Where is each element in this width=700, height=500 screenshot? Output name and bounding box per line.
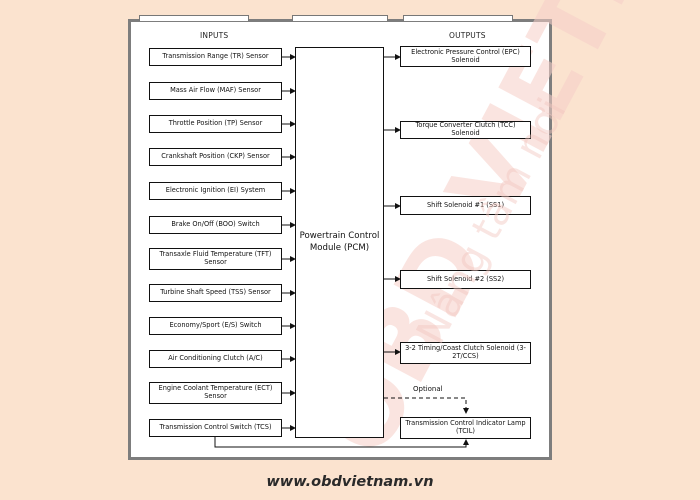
outputs-header: OUTPUTS xyxy=(449,31,486,40)
pcm-block: Powertrain Control Module (PCM) xyxy=(295,47,384,438)
input-box-tft-sensor: Transaxle Fluid Temperature (TFT) Sensor xyxy=(149,248,282,270)
footer-url[interactable]: www.obdvietnam.vn xyxy=(266,474,434,490)
frame-tab xyxy=(292,15,388,21)
input-box-tss-sensor: Turbine Shaft Speed (TSS) Sensor xyxy=(149,284,282,302)
input-box-tr-sensor: Transmission Range (TR) Sensor xyxy=(149,48,282,66)
input-box-boo-switch: Brake On/Off (BOO) Switch xyxy=(149,216,282,234)
pcm-label: Powertrain Control Module (PCM) xyxy=(299,230,380,253)
input-box-ac-clutch: Air Conditioning Clutch (A/C) xyxy=(149,350,282,368)
input-box-ckp-sensor: Crankshaft Position (CKP) Sensor xyxy=(149,148,282,166)
optional-label: Optional xyxy=(413,385,443,393)
output-box-epc-solenoid: Electronic Pressure Control (EPC) Soleno… xyxy=(400,46,531,67)
frame-tab xyxy=(403,15,513,21)
input-box-ei-system: Electronic Ignition (EI) System xyxy=(149,182,282,200)
input-box-tp-sensor: Throttle Position (TP) Sensor xyxy=(149,115,282,133)
inputs-header: INPUTS xyxy=(200,31,229,40)
input-box-ect-sensor: Engine Coolant Temperature (ECT) Sensor xyxy=(149,382,282,404)
optional-dashed-line xyxy=(384,397,469,414)
input-box-es-switch: Economy/Sport (E/S) Switch xyxy=(149,317,282,335)
input-arrows xyxy=(282,54,296,431)
output-box-ccs-solenoid: 3-2 Timing/Coast Clutch Solenoid (3-2T/C… xyxy=(400,342,531,364)
output-box-tcc-solenoid: Torque Converter Clutch (TCC) Solenoid xyxy=(400,121,531,139)
input-box-tcs-switch: Transmission Control Switch (TCS) xyxy=(149,419,282,437)
output-box-tcil-lamp: Transmission Control Indicator Lamp (TCI… xyxy=(400,417,531,439)
output-box-ss1: Shift Solenoid #1 (SS1) xyxy=(400,196,531,215)
tcs-to-tcil-line xyxy=(214,436,469,448)
output-arrows xyxy=(384,54,401,355)
output-box-ss2: Shift Solenoid #2 (SS2) xyxy=(400,270,531,289)
frame-tab xyxy=(139,15,249,21)
input-box-maf-sensor: Mass Air Flow (MAF) Sensor xyxy=(149,82,282,100)
